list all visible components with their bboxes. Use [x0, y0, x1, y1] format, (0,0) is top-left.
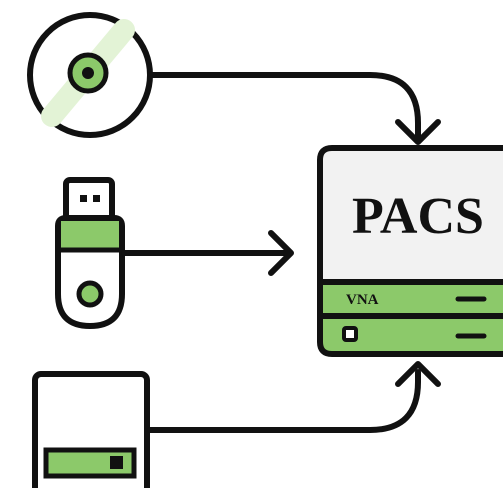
hard-drive-to-server-arrow	[147, 361, 441, 433]
server-icon: PACS VNA	[317, 145, 503, 357]
usb-drive-icon	[55, 177, 125, 330]
usb-to-server-arrow	[121, 230, 294, 276]
vna-label: VNA	[346, 292, 379, 308]
disc-to-server-arrow	[149, 72, 441, 145]
hard-drive-icon	[32, 371, 150, 488]
disc-icon	[27, 12, 153, 138]
pacs-label: PACS	[352, 188, 484, 245]
